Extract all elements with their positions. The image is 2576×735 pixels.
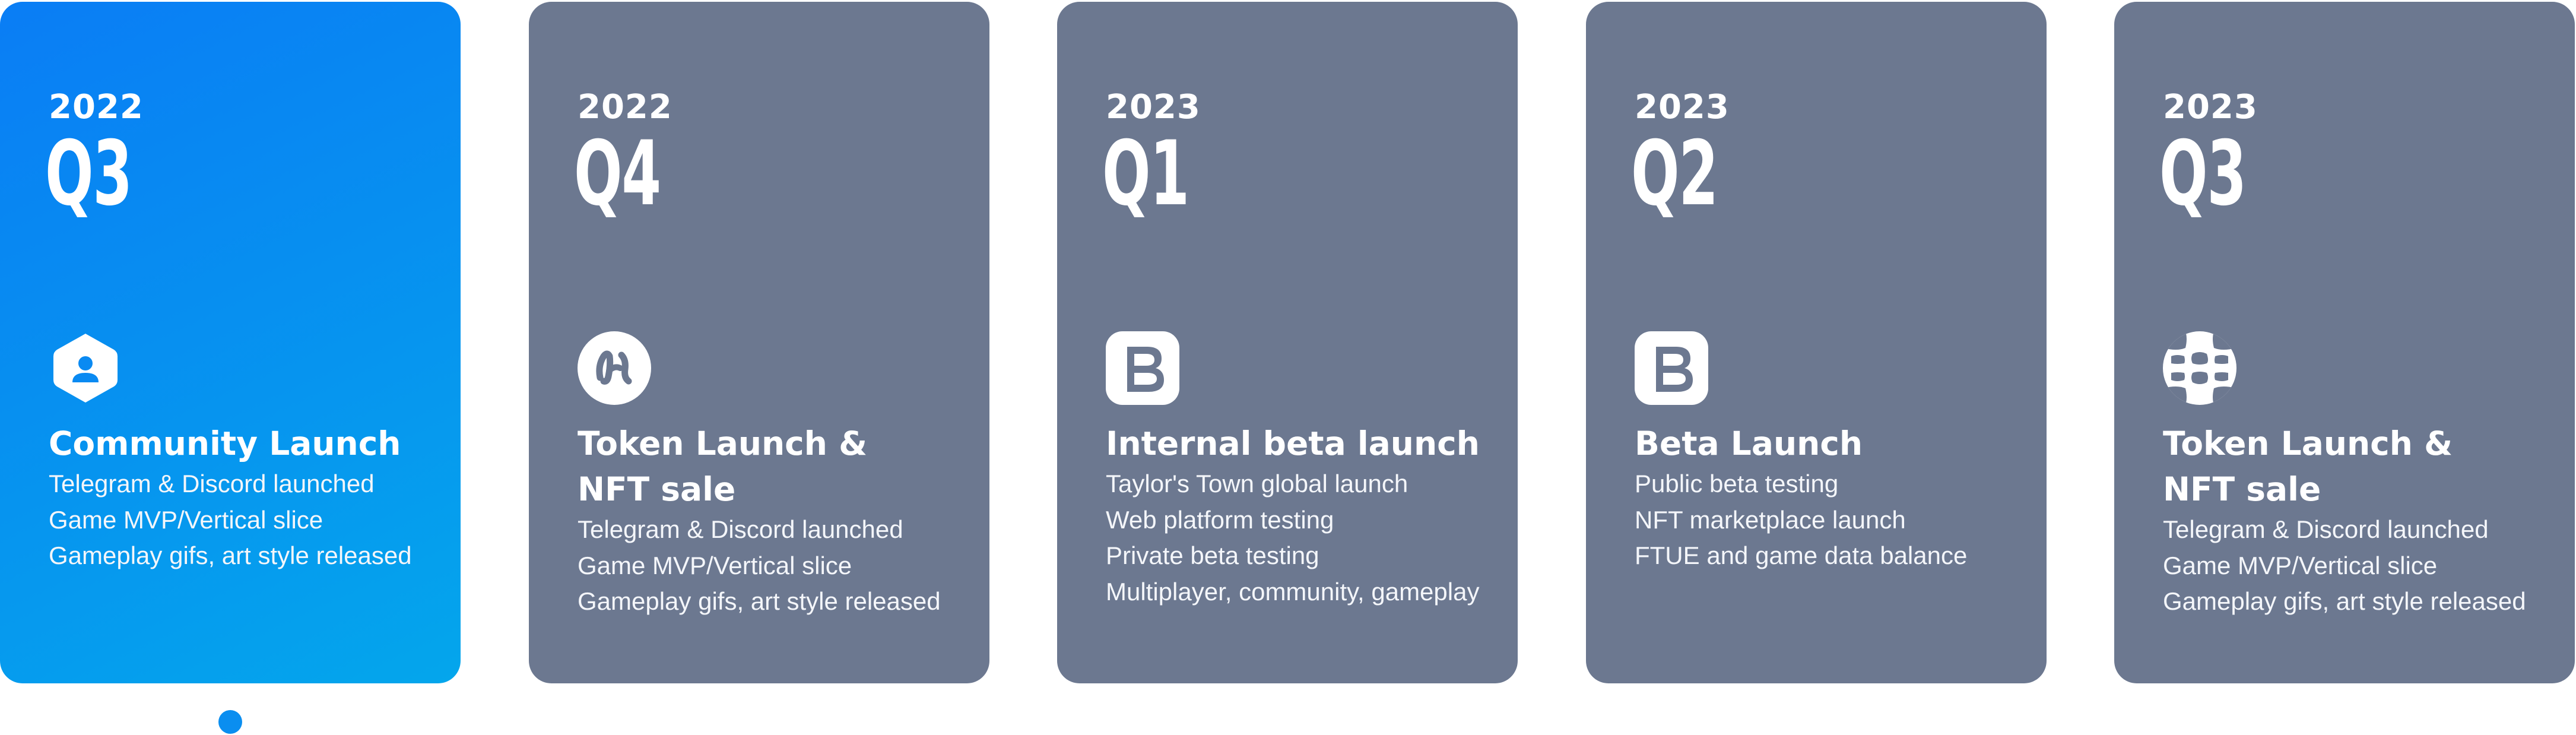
list-item: Taylor's Town global launch xyxy=(1106,470,1408,498)
list-item: Telegram & Discord launched xyxy=(2163,515,2489,543)
list-item: Web platform testing xyxy=(1106,505,1334,534)
list-item: NFT marketplace launch xyxy=(1635,505,1906,534)
list-item: Gameplay gifs, art style released xyxy=(49,541,412,569)
roadmap-card-2023-q2[interactable]: 2023 Q2 Beta Launch Public beta testing … xyxy=(1586,2,2047,683)
community-hexagon-user-icon xyxy=(47,330,123,406)
card-title-line: Token Launch & xyxy=(578,424,868,462)
list-item: Game MVP/Vertical slice xyxy=(49,505,323,534)
list-item: Multiplayer, community, gameplay xyxy=(1106,577,1480,606)
token-logo-icon xyxy=(576,330,652,406)
card-title: Community Launch xyxy=(49,424,401,462)
list-item: Game MVP/Vertical slice xyxy=(2163,551,2438,579)
b-logo-icon xyxy=(1105,330,1181,406)
list-item: Telegram & Discord launched xyxy=(49,470,375,498)
card-quarter: Q3 xyxy=(45,122,132,226)
list-item: Gameplay gifs, art style released xyxy=(2163,587,2526,615)
card-items: Telegram & Discord launched Game MVP/Ver… xyxy=(578,512,981,620)
card-title: Token Launch & NFT sale xyxy=(578,421,969,512)
roadmap-card-2022-q4[interactable]: 2022 Q4 Token Launch & NFT sale Telegram… xyxy=(529,2,989,683)
list-item: Private beta testing xyxy=(1106,541,1319,569)
globe-grid-icon xyxy=(2162,330,2238,406)
card-title-line: Token Launch & xyxy=(2163,424,2453,462)
roadmap-card-2023-q1[interactable]: 2023 Q1 Internal beta launch Taylor's To… xyxy=(1057,2,1518,683)
card-year: 2022 xyxy=(578,88,672,126)
card-items: Public beta testing NFT marketplace laun… xyxy=(1635,466,2038,574)
card-title: Beta Launch xyxy=(1635,424,1863,462)
card-title: Internal beta launch xyxy=(1106,424,1480,462)
card-title-line: NFT sale xyxy=(2163,470,2321,508)
list-item: Telegram & Discord launched xyxy=(578,515,903,543)
card-quarter: Q3 xyxy=(2159,122,2247,226)
card-quarter: Q4 xyxy=(574,122,661,226)
card-items: Taylor's Town global launch Web platform… xyxy=(1106,466,1509,610)
list-item: Gameplay gifs, art style released xyxy=(578,587,941,615)
card-items: Telegram & Discord launched Game MVP/Ver… xyxy=(2163,512,2567,620)
card-year: 2022 xyxy=(49,88,144,126)
card-quarter: Q1 xyxy=(1102,122,1189,226)
card-quarter: Q2 xyxy=(1631,122,1718,226)
card-title: Token Launch & NFT sale xyxy=(2163,421,2555,512)
card-title-line: NFT sale xyxy=(578,470,736,508)
roadmap-card-2022-q3[interactable]: 2022 Q3 Community Launch Telegram & Disc… xyxy=(0,2,461,683)
card-year: 2023 xyxy=(2163,88,2258,126)
timeline-active-dot xyxy=(218,710,242,734)
list-item: Game MVP/Vertical slice xyxy=(578,551,852,579)
roadmap-card-2023-q3[interactable]: 2023 Q3 xyxy=(2114,2,2575,683)
list-item: Public beta testing xyxy=(1635,470,1839,498)
card-year: 2023 xyxy=(1106,88,1201,126)
b-logo-icon xyxy=(1633,330,1709,406)
list-item: FTUE and game data balance xyxy=(1635,541,1968,569)
card-year: 2023 xyxy=(1635,88,1730,126)
card-items: Telegram & Discord launched Game MVP/Ver… xyxy=(49,466,452,574)
